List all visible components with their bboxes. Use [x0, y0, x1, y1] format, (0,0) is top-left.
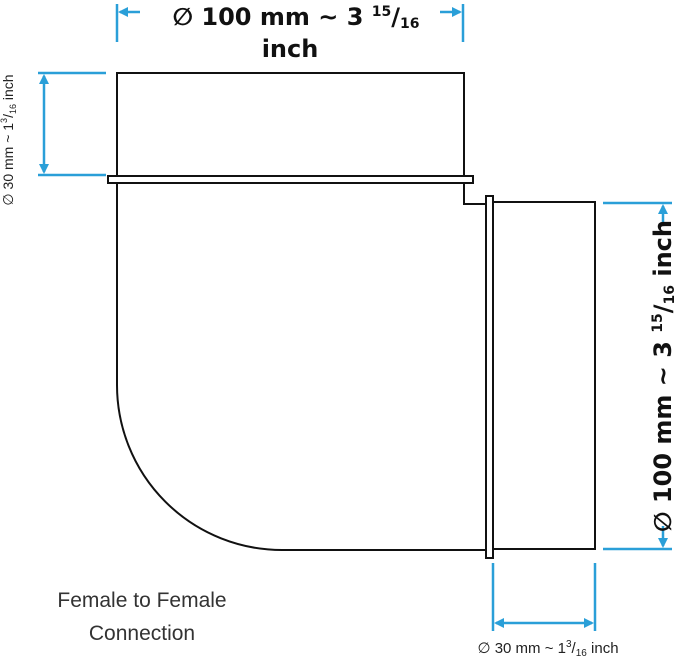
elbow-outline	[107, 72, 596, 559]
connection-caption: Female to Female Connection	[30, 584, 254, 650]
right-height-label: ∅ 100 mm ~ 3 15/16 inch	[649, 220, 678, 532]
top-collar	[107, 175, 474, 184]
top-width-unit: inch	[262, 35, 319, 63]
dimension-lines	[38, 4, 672, 631]
right-collar	[485, 195, 494, 559]
caption-line-1: Female to Female	[57, 589, 227, 612]
bottom-depth-label: ∅ 30 mm ~ 13/16 inch	[477, 639, 618, 659]
top-width-label: ∅ 100 mm ~ 3 15/16	[172, 3, 419, 32]
left-depth-label: ∅ 30 mm ~ 13/16 inch	[0, 74, 18, 205]
elbow-body	[116, 183, 486, 551]
top-socket	[116, 72, 465, 178]
caption-line-2: Connection	[88, 622, 196, 645]
right-socket	[492, 201, 596, 550]
